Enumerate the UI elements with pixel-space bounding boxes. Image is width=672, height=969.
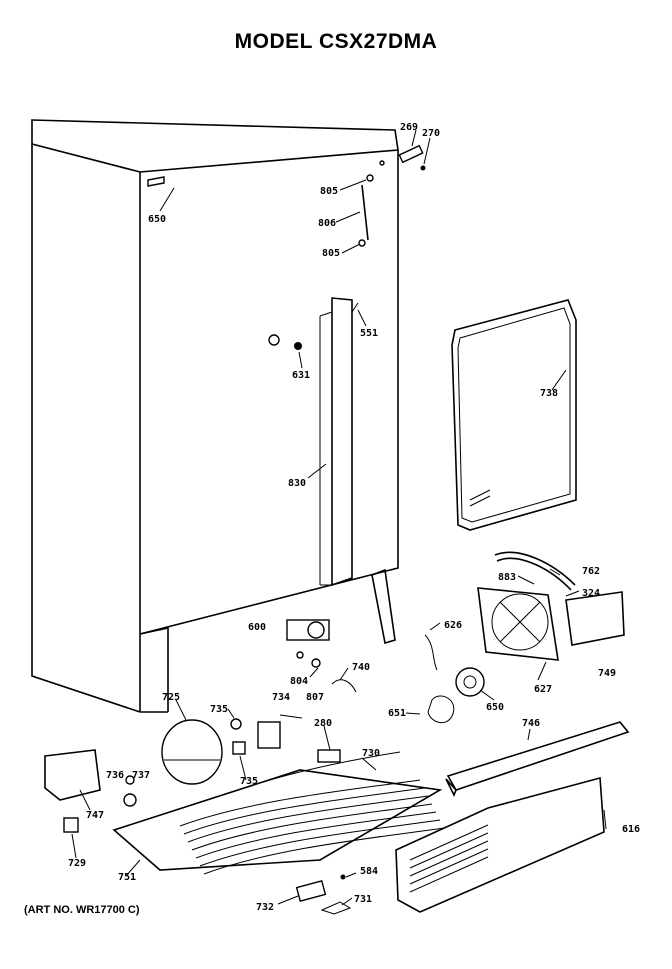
part-label-762: 762 bbox=[582, 566, 600, 577]
part-label-280: 280 bbox=[314, 718, 332, 729]
part-label-626: 626 bbox=[444, 620, 462, 631]
part-label-740: 740 bbox=[352, 662, 370, 673]
part-label-269: 269 bbox=[400, 122, 418, 133]
fan-shroud bbox=[424, 551, 625, 724]
center-rail bbox=[319, 297, 396, 645]
part-label-805: 805 bbox=[322, 248, 340, 259]
part-label-804: 804 bbox=[290, 676, 308, 687]
part-label-806: 806 bbox=[318, 218, 336, 229]
top-hardware bbox=[294, 144, 426, 350]
part-label-736: 736 bbox=[106, 770, 124, 781]
cabinet bbox=[31, 119, 399, 713]
part-label-749: 749 bbox=[598, 668, 616, 679]
part-label-746: 746 bbox=[522, 718, 540, 729]
part-label-751: 751 bbox=[118, 872, 136, 883]
part-label-883: 883 bbox=[498, 572, 516, 583]
part-label-616: 616 bbox=[622, 824, 640, 835]
part-label-735: 735 bbox=[240, 776, 258, 787]
door-gasket bbox=[451, 299, 577, 531]
part-labels: 269 270 650 805 806 805 551 631 738 830 … bbox=[68, 122, 640, 913]
part-label-807: 807 bbox=[306, 692, 324, 703]
part-label-830: 830 bbox=[288, 478, 306, 489]
part-label-734: 734 bbox=[272, 692, 290, 703]
condenser-coil bbox=[179, 749, 445, 875]
compressor-area bbox=[44, 714, 443, 871]
part-label-737: 737 bbox=[132, 770, 150, 781]
part-label-747: 747 bbox=[86, 810, 104, 821]
part-label-650: 650 bbox=[486, 702, 504, 713]
part-label-600: 600 bbox=[248, 622, 266, 633]
part-label-627: 627 bbox=[534, 684, 552, 695]
part-label-732: 732 bbox=[256, 902, 274, 913]
part-label-805: 805 bbox=[320, 186, 338, 197]
art-number: (ART NO. WR17700 C) bbox=[24, 904, 140, 916]
part-label-735: 735 bbox=[210, 704, 228, 715]
part-label-729: 729 bbox=[68, 858, 86, 869]
part-label-324: 324 bbox=[582, 588, 600, 599]
part-label-731: 731 bbox=[354, 894, 372, 905]
part-label-584: 584 bbox=[360, 866, 378, 877]
part-label-738: 738 bbox=[540, 388, 558, 399]
water-valve bbox=[286, 619, 357, 693]
part-label-270: 270 bbox=[422, 128, 440, 139]
diagram-title: MODEL CSX27DMA bbox=[234, 30, 438, 53]
part-label-730: 730 bbox=[362, 748, 380, 759]
part-label-725: 725 bbox=[162, 692, 180, 703]
part-label-551: 551 bbox=[360, 328, 378, 339]
part-label-650: 650 bbox=[148, 214, 166, 225]
leader-lines bbox=[71, 129, 607, 906]
part-label-631: 631 bbox=[292, 370, 310, 381]
part-label-651: 651 bbox=[388, 708, 406, 719]
base-components bbox=[295, 721, 630, 915]
